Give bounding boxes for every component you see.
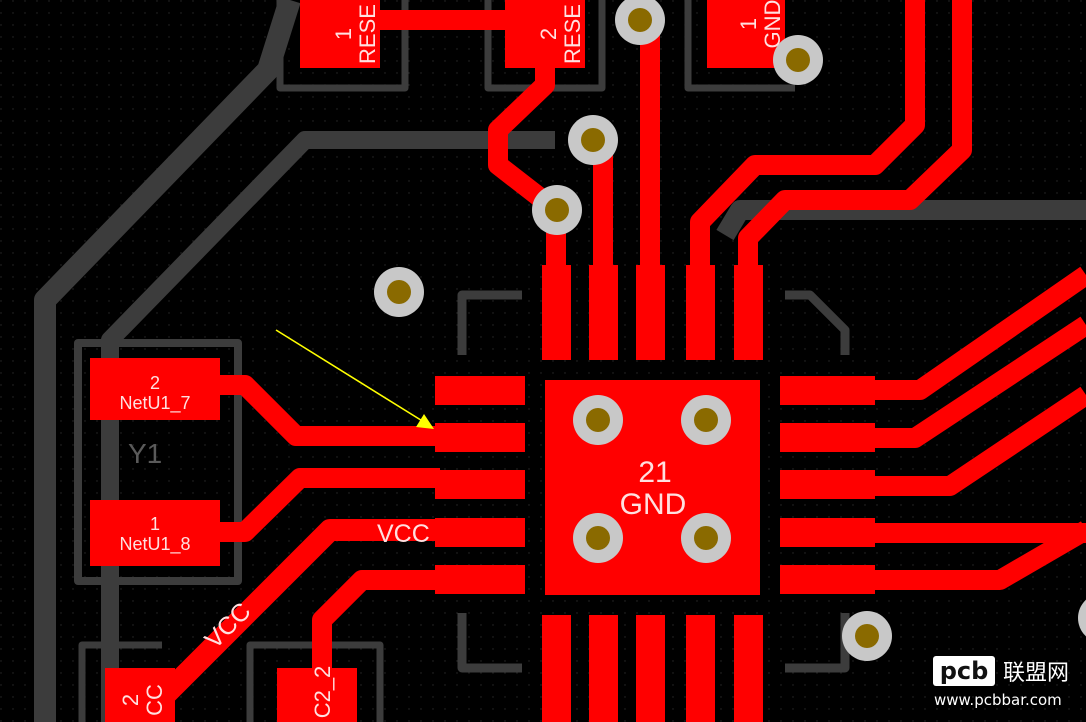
pad-gnd-top[interactable] (707, 0, 785, 68)
vcc-trace-label: VCC (377, 520, 430, 548)
via[interactable] (573, 513, 623, 563)
via[interactable] (842, 611, 892, 661)
ic-pin-right-5[interactable] (780, 565, 875, 594)
via[interactable] (568, 115, 618, 165)
ic-pin-top-1[interactable] (542, 265, 571, 360)
y1-designator: Y1 (128, 438, 162, 469)
ic-pin-left-2[interactable] (435, 423, 525, 452)
ic-pin-bottom-2[interactable] (589, 615, 618, 722)
reset-1-courtyard (276, 0, 409, 92)
watermark: pcb 联盟网 www.pcbbar.com (933, 656, 1069, 709)
ic-pin-top-3[interactable] (636, 265, 665, 360)
via[interactable] (681, 513, 731, 563)
gnd-top-label: 1GND (736, 0, 785, 48)
ic-pin-bottom-4[interactable] (686, 615, 715, 722)
ic-pin-top-5[interactable] (734, 265, 763, 360)
reset-2-label: 2RESE (536, 4, 585, 64)
via[interactable] (532, 185, 582, 235)
ic-pin-right-3[interactable] (780, 470, 875, 499)
via[interactable] (615, 0, 665, 45)
trace-pin4 (690, 0, 925, 265)
ic-pin-top-4[interactable] (686, 265, 715, 360)
pad-y1-1[interactable] (90, 500, 220, 566)
watermark-chinese-text: 联盟网 (1003, 661, 1069, 686)
via[interactable] (773, 35, 823, 85)
trace-pin5 (738, 0, 972, 265)
reset-1-label: 1RESE (331, 4, 380, 64)
ic-pin-bottom-5[interactable] (734, 615, 763, 722)
trace-right-5 (835, 521, 1086, 590)
ic-pin-left-3[interactable] (435, 470, 525, 499)
pad-reset-1[interactable] (300, 0, 380, 68)
ic-outline-corner-tr (785, 290, 850, 355)
gnd-courtyard (684, 0, 795, 92)
ic-pin-left-5[interactable] (435, 565, 525, 594)
trace-netu1-8 (220, 468, 440, 542)
via[interactable] (374, 267, 424, 317)
copper-traces (147, 0, 1086, 722)
annotation-arrow (275, 329, 434, 429)
watermark-url: www.pcbbar.com (934, 691, 1062, 709)
cap-right-label: C2_2 (310, 666, 335, 719)
via[interactable] (573, 395, 623, 445)
ic-pin-right-2[interactable] (780, 423, 875, 452)
ic-pin-right-4[interactable] (780, 518, 875, 547)
ic-pin-left-1[interactable] (435, 376, 525, 405)
pad-cap-right[interactable] (277, 668, 357, 722)
ic-pin-bottom-1[interactable] (542, 615, 571, 722)
ic-outline-corner-tl (457, 290, 522, 355)
via[interactable] (1078, 593, 1086, 643)
watermark-logo-text: pcb (940, 657, 989, 685)
ic-pin-left-4[interactable] (435, 518, 525, 547)
trace-vcc (147, 519, 485, 713)
pad-reset-2[interactable] (505, 0, 585, 68)
y1-courtyard (74, 339, 242, 585)
arrow-shaft (275, 329, 425, 423)
ic-pin-right-1[interactable] (780, 376, 875, 405)
watermark-logo-box (933, 656, 995, 686)
silkscreen-layer (34, 0, 1086, 722)
cap-left-label: 2CC (118, 684, 167, 716)
pad-y1-2[interactable] (90, 358, 220, 420)
ic-pin-bottom-3[interactable] (636, 615, 665, 722)
pad-cap-left[interactable] (105, 668, 175, 722)
arrow-head (416, 414, 434, 429)
ic-outline-corner-bl (457, 613, 522, 673)
via[interactable] (681, 395, 731, 445)
trace-c2-2 (312, 570, 440, 690)
vias (374, 0, 1086, 661)
ic-pin-top-2[interactable] (589, 265, 618, 360)
cap-left-courtyard (78, 641, 162, 722)
board-outline-right (716, 200, 1086, 241)
ic-pins (435, 265, 875, 722)
trace-netu1-7 (220, 375, 440, 446)
